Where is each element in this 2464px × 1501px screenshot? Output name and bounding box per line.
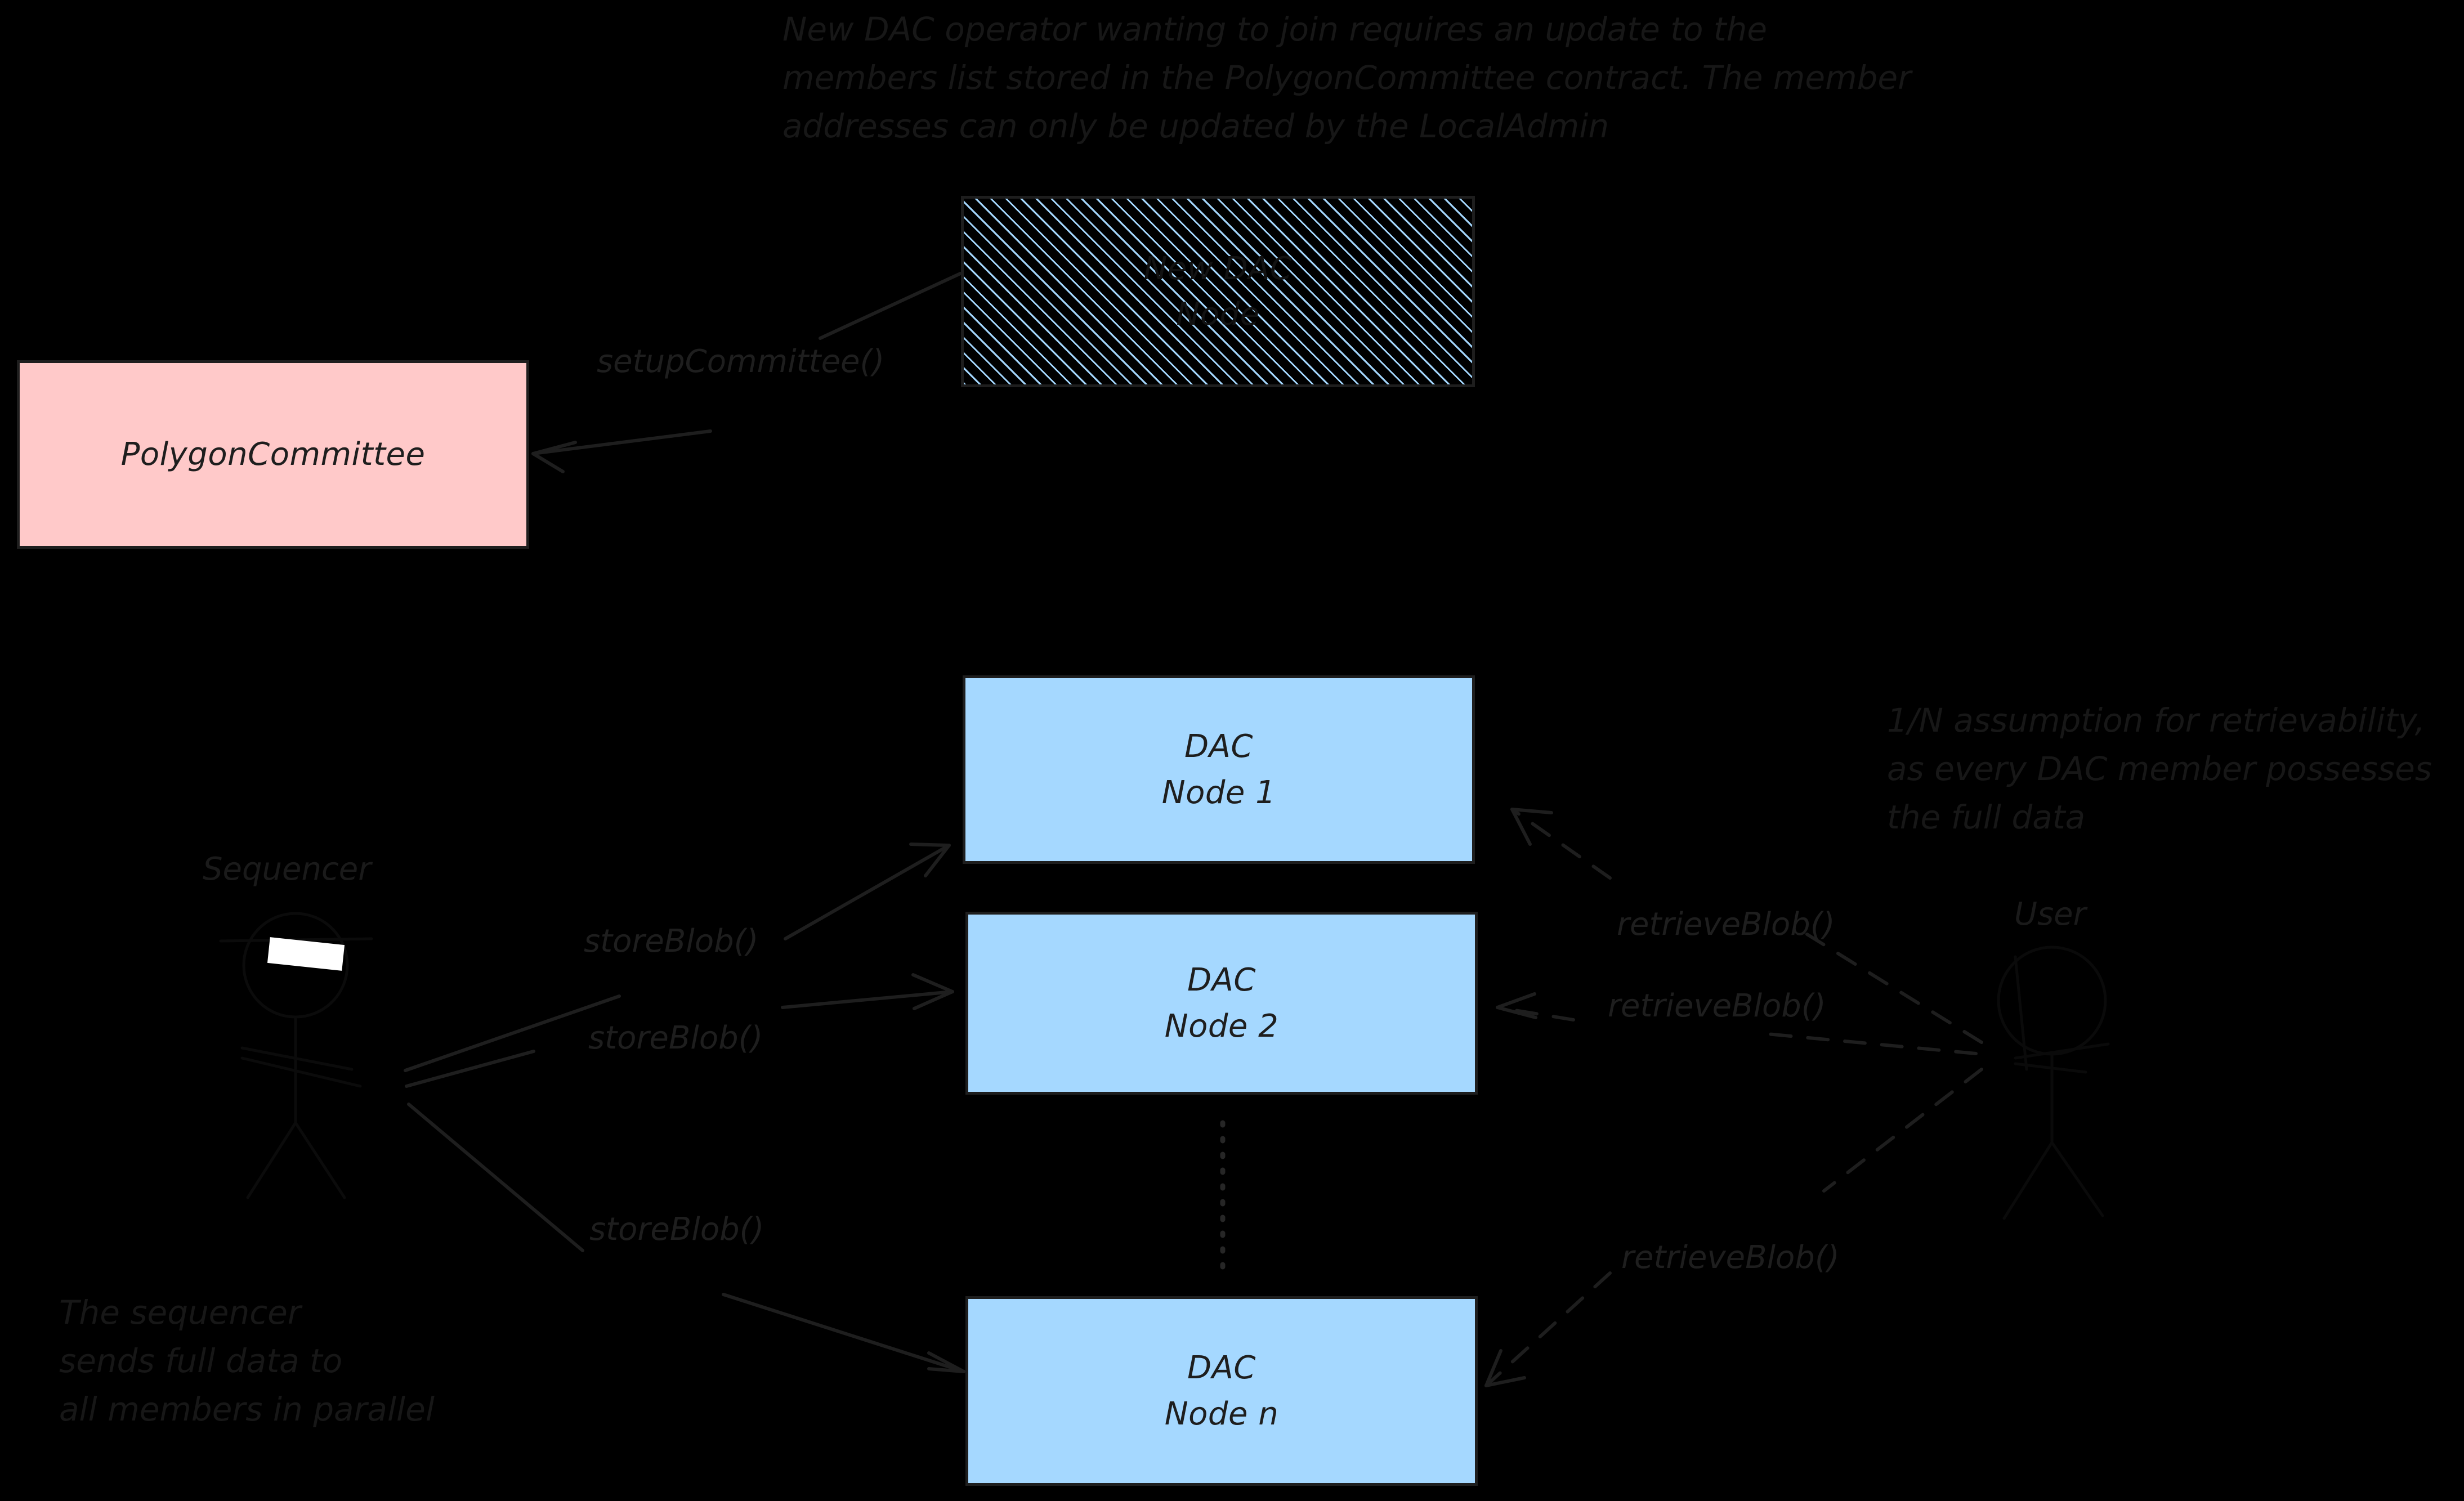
dac-node-2-label-line1: DAC <box>1187 962 1256 999</box>
sequencer-label: Sequencer <box>203 851 372 888</box>
dac-node-2-box[interactable]: DAC Node 2 <box>965 912 1478 1095</box>
edge-store-blob-3 <box>407 1103 965 1373</box>
edge-label-store-blob-1: storeBlob() <box>584 923 759 960</box>
edge-store-blob-1 <box>404 843 951 1072</box>
edge-label-retrieve-blob-1: retrieveBlob() <box>1617 906 1835 943</box>
edge-retrieve-blob-3 <box>1484 1068 1983 1387</box>
dac-node-1-label-line2: Node 1 <box>1161 774 1276 811</box>
edge-label-retrieve-blob-2: retrieveBlob() <box>1608 988 1826 1024</box>
dac-node-1-box[interactable]: DAC Node 1 <box>963 675 1475 864</box>
edge-label-setup-committee: setupCommittee() <box>597 343 885 380</box>
dac-node-1-label-line1: DAC <box>1184 728 1254 765</box>
polygon-committee-label: PolygonCommittee <box>120 436 426 473</box>
edge-label-store-blob-3: storeBlob() <box>589 1211 764 1248</box>
edge-label-retrieve-blob-3: retrieveBlob() <box>1621 1239 1840 1276</box>
sequencer-figure <box>219 912 373 1199</box>
new-dac-node-box[interactable]: New DAC Node <box>961 196 1475 387</box>
edge-label-store-blob-2: storeBlob() <box>588 1020 763 1056</box>
dac-node-2-label-line2: Node 2 <box>1164 1007 1279 1045</box>
dac-node-n-label-line1: DAC <box>1187 1350 1256 1387</box>
edge-store-blob-2 <box>405 973 954 1088</box>
user-label: User <box>2014 896 2086 933</box>
user-figure <box>1997 946 2110 1220</box>
annotation-top: New DAC operator wanting to join require… <box>782 10 1911 145</box>
polygon-committee-box[interactable]: PolygonCommittee <box>17 360 529 549</box>
edge-retrieve-blob-2 <box>1496 992 1978 1055</box>
annotation-bottom-left: The sequencer sends full data to all mem… <box>59 1293 435 1428</box>
new-dac-node-label-line1: New DAC <box>1143 250 1293 287</box>
dac-node-n-label-line2: Node n <box>1164 1395 1279 1432</box>
edge-retrieve-blob-1 <box>1510 808 1983 1044</box>
edge-setup-committee <box>531 272 962 473</box>
annotation-right: 1/N assumption for retrievability, as ev… <box>1887 701 2432 836</box>
new-dac-node-label-line2: Node <box>1176 296 1260 333</box>
dac-node-n-box[interactable]: DAC Node n <box>965 1296 1478 1486</box>
